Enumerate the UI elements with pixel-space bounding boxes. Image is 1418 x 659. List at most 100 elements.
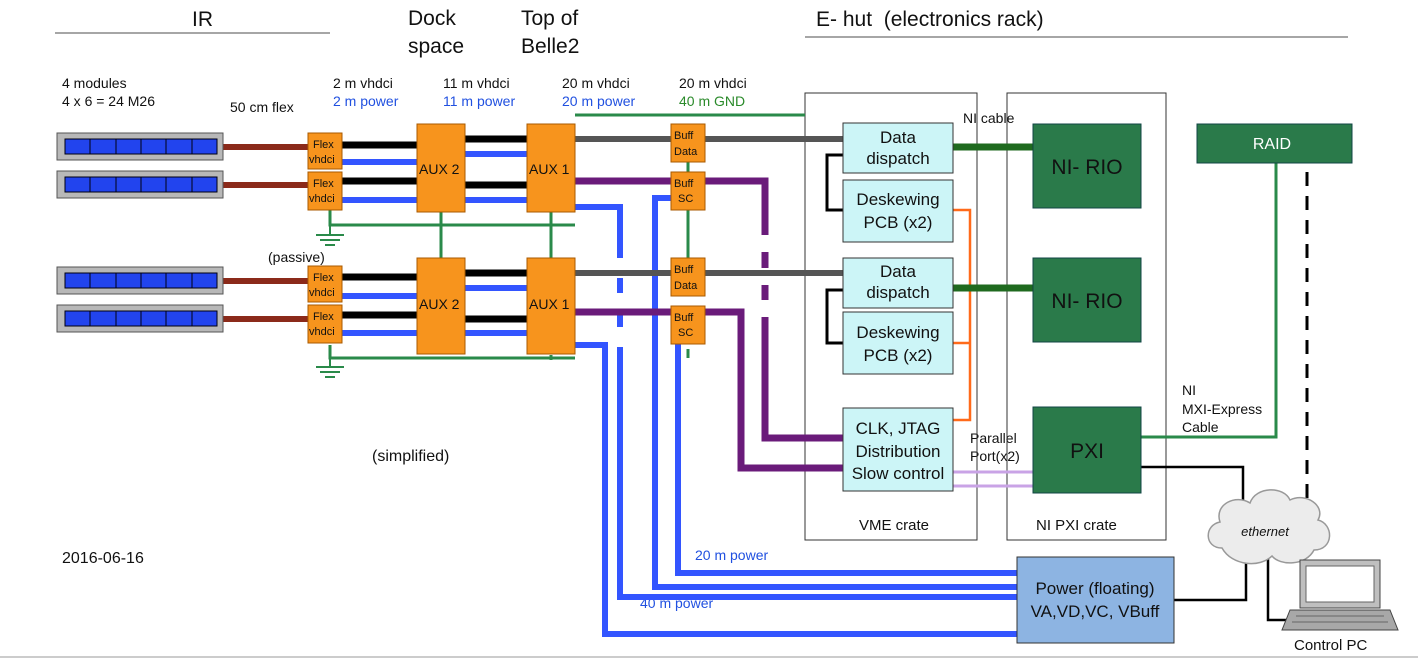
flex-vhdci-box-2: Flex vhdci [307, 171, 343, 211]
svg-text:Flex: Flex [313, 139, 334, 151]
modules-label-1: 4 modules [62, 75, 127, 91]
ni-cables [953, 143, 1033, 292]
top-belle2-title-1: Top of [521, 7, 578, 30]
module-row-2 [56, 170, 224, 199]
vhdci-cables [342, 135, 527, 323]
aux1-box-bottom: AUX 1 [526, 257, 576, 355]
ni-mxi-label-2: MXI-Express [1182, 401, 1262, 417]
cable-20m-vhdci-a: 20 m vhdci [562, 75, 630, 91]
svg-text:AUX 2: AUX 2 [419, 296, 460, 312]
svg-text:vhdci: vhdci [309, 193, 335, 205]
power-20m-label: 20 m power [695, 547, 768, 563]
power-supply-box: Power (floating) VA,VD,VC, VBuff [1016, 556, 1175, 644]
svg-text:vhdci: vhdci [309, 326, 335, 338]
aux1-box-top: AUX 1 [526, 123, 576, 213]
cable-40m-gnd: 40 m GND [679, 93, 745, 109]
svg-text:Data: Data [880, 262, 916, 281]
svg-text:Data: Data [880, 128, 916, 147]
svg-text:ethernet: ethernet [1241, 524, 1290, 539]
data-dispatch-box-top: Data dispatch [842, 122, 954, 174]
svg-text:Buff: Buff [674, 264, 694, 276]
svg-text:Power (floating): Power (floating) [1035, 579, 1154, 598]
deskewing-pcb-box-bottom: Deskewing PCB (x2) [842, 311, 954, 375]
svg-text:vhdci: vhdci [309, 287, 335, 299]
svg-text:Buff: Buff [674, 178, 694, 190]
flex-cable-label: 50 cm flex [230, 99, 294, 115]
svg-text:PCB (x2): PCB (x2) [864, 213, 933, 232]
control-pc-label: Control PC [1294, 637, 1368, 654]
ground-symbol-bottom [316, 358, 344, 378]
ni-pxi-crate-label: NI PXI crate [1036, 517, 1117, 534]
svg-text:SC: SC [678, 327, 693, 339]
passive-label: (passive) [268, 249, 325, 265]
dispatch-deskew-links [825, 153, 843, 345]
svg-text:PCB (x2): PCB (x2) [864, 346, 933, 365]
svg-text:vhdci: vhdci [309, 154, 335, 166]
mxi-express-cable [1141, 163, 1278, 439]
dock-space-title-2: space [408, 35, 464, 58]
svg-text:Flex: Flex [313, 272, 334, 284]
module-row-4 [56, 304, 224, 333]
raid-box: RAID [1196, 123, 1353, 164]
svg-text:SC: SC [678, 193, 693, 205]
svg-text:Deskewing: Deskewing [856, 190, 939, 209]
modules-label-2: 4 x 6 = 24 M26 [62, 93, 155, 109]
svg-text:Flex: Flex [313, 178, 334, 190]
svg-text:PXI: PXI [1070, 440, 1104, 463]
ethernet-cloud: ethernet [1207, 489, 1331, 565]
power-cables [342, 151, 1017, 637]
svg-text:Buff: Buff [674, 130, 694, 142]
svg-text:CLK, JTAG: CLK, JTAG [856, 419, 941, 438]
buff-sc-box-top: Buff SC [670, 171, 706, 211]
buff-data-box-top: Buff Data [670, 123, 706, 163]
ni-pxi-crate [1006, 92, 1167, 541]
svg-text:AUX 1: AUX 1 [529, 296, 570, 312]
vme-crate-label: VME crate [859, 517, 929, 534]
ni-mxi-label-1: NI [1182, 382, 1196, 398]
svg-text:VA,VD,VC, VBuff: VA,VD,VC, VBuff [1031, 602, 1160, 621]
ni-rio-box-bottom: NI- RIO [1032, 257, 1142, 343]
svg-text:AUX 1: AUX 1 [529, 161, 570, 177]
svg-text:Slow control: Slow control [852, 464, 945, 483]
ir-title: IR [192, 8, 213, 31]
clk-jtag-distribution-box: CLK, JTAG Distribution Slow control [842, 407, 954, 492]
svg-text:Data: Data [674, 146, 698, 158]
flex-vhdci-box-3: Flex vhdci [307, 265, 343, 303]
svg-text:AUX 2: AUX 2 [419, 161, 460, 177]
flex-vhdci-box-1: Flex vhdci [307, 132, 343, 170]
svg-text:Buff: Buff [674, 312, 694, 324]
module-row-3 [56, 266, 224, 295]
data-cables [575, 136, 843, 276]
pxi-box: PXI [1032, 406, 1142, 494]
svg-text:RAID: RAID [1253, 136, 1291, 153]
svg-text:Distribution: Distribution [855, 442, 940, 461]
simplified-note: (simplified) [372, 448, 449, 465]
ni-rio-box-top: NI- RIO [1032, 123, 1142, 209]
module-row-1 [56, 132, 224, 161]
svg-text:Flex: Flex [313, 311, 334, 323]
dock-space-title-1: Dock [408, 7, 456, 30]
control-pc-icon [1281, 559, 1399, 631]
parallel-port-label-1: Parallel [970, 430, 1017, 446]
svg-text:dispatch: dispatch [866, 149, 929, 168]
deskewing-pcb-box-top: Deskewing PCB (x2) [842, 179, 954, 243]
slow-control-cables [575, 177, 843, 472]
ni-cable-label: NI cable [963, 110, 1015, 126]
data-dispatch-box-bottom: Data dispatch [842, 257, 954, 309]
svg-text:dispatch: dispatch [866, 283, 929, 302]
date-note: 2016-06-16 [62, 550, 144, 567]
svg-text:Data: Data [674, 280, 698, 292]
cable-11m-power: 11 m power [443, 93, 515, 109]
cable-2m-power: 2 m power [333, 93, 399, 109]
svg-text:NI- RIO: NI- RIO [1051, 156, 1122, 179]
vme-crate [804, 92, 978, 541]
flex-vhdci-box-4: Flex vhdci [307, 304, 343, 344]
parallel-port-cables [953, 470, 1033, 488]
cable-2m-vhdci: 2 m vhdci [333, 75, 393, 91]
ground-symbol-top [316, 225, 344, 246]
aux2-box-top: AUX 2 [416, 123, 466, 213]
cable-20m-vhdci-b: 20 m vhdci [679, 75, 747, 91]
top-belle2-title-2: Belle2 [521, 35, 579, 58]
aux2-box-bottom: AUX 2 [416, 257, 466, 355]
